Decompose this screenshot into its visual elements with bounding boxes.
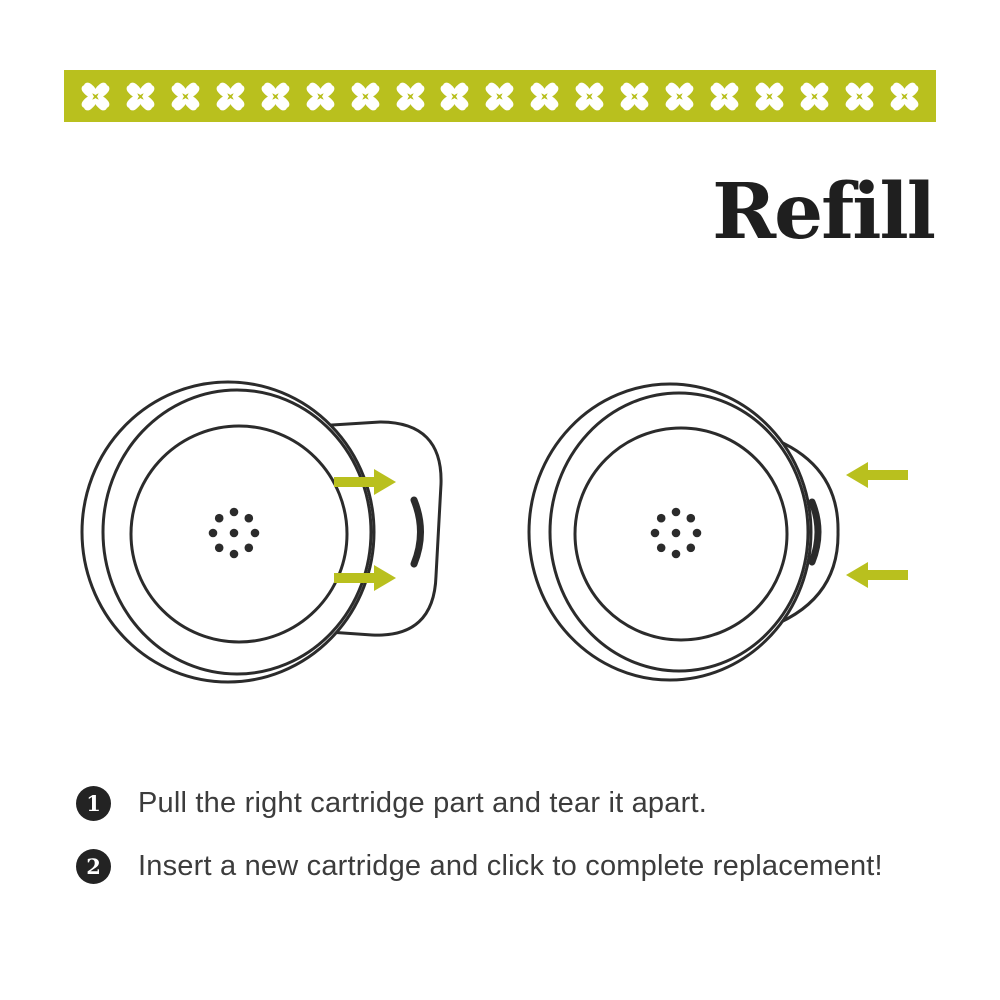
flower-icon	[261, 82, 290, 110]
flower-icon	[575, 82, 604, 110]
instruction-step-1: 1 Pull the right cartridge part and tear…	[76, 786, 883, 821]
flower-icon	[441, 82, 469, 110]
left-diffuser-holes	[208, 507, 260, 559]
left-device-body	[80, 380, 376, 684]
instruction-list: 1 Pull the right cartridge part and tear…	[76, 786, 883, 884]
right-device	[527, 382, 908, 682]
banner-flower-strip	[64, 70, 936, 122]
arrow-right-icon	[334, 565, 396, 591]
right-insert-arrows	[846, 462, 908, 588]
flower-icon	[755, 82, 784, 110]
right-diffuser-holes	[650, 507, 702, 559]
step-number-badge: 2	[76, 849, 111, 884]
right-cartridge-slot	[808, 498, 822, 566]
flower-icon	[351, 82, 379, 110]
left-device	[80, 380, 443, 684]
flower-icon	[530, 82, 559, 110]
flower-icon	[306, 82, 335, 110]
instruction-text: Insert a new cartridge and click to comp…	[138, 850, 883, 882]
arrow-left-icon	[846, 562, 908, 588]
step-number-badge: 1	[76, 786, 111, 821]
instruction-step-2: 2 Insert a new cartridge and click to co…	[76, 849, 883, 884]
arrow-left-icon	[846, 462, 908, 488]
flower-icon	[126, 82, 155, 110]
flower-icon	[171, 82, 200, 110]
flower-icon	[81, 82, 110, 110]
flower-icon	[845, 82, 874, 110]
flower-icon	[620, 82, 649, 110]
flower-icon	[710, 82, 739, 110]
flower-icon	[665, 82, 694, 110]
arrow-right-icon	[334, 469, 396, 495]
instruction-text: Pull the right cartridge part and tear i…	[138, 787, 707, 819]
right-device-body	[527, 382, 813, 682]
flower-icon	[396, 82, 424, 110]
device-diagram	[80, 380, 908, 684]
left-cartridge-slot	[410, 496, 424, 568]
flower-icon	[800, 82, 829, 110]
flower-icon	[216, 82, 245, 110]
page-title: Refill	[712, 167, 936, 257]
flower-icon	[485, 82, 514, 110]
left-pull-arrows	[334, 469, 396, 591]
flower-icon	[890, 82, 919, 110]
